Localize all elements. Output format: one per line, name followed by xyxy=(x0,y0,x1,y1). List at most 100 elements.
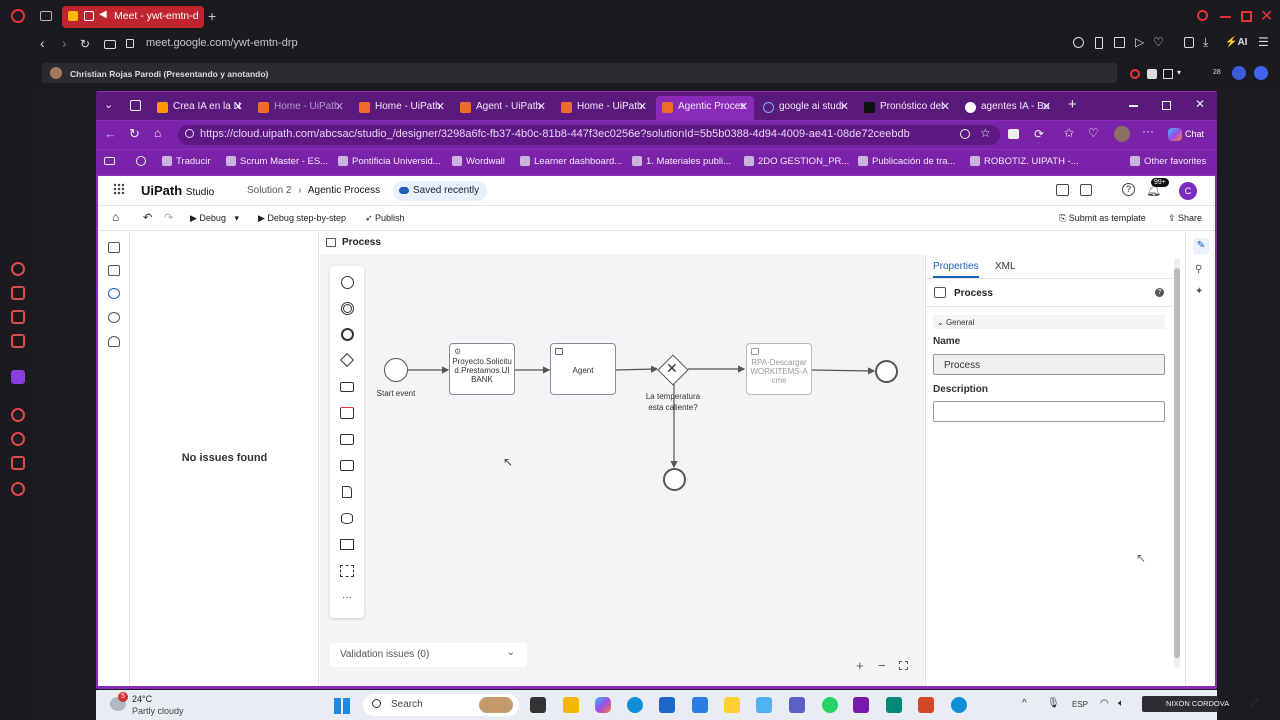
workspace-icon[interactable] xyxy=(40,11,52,21)
favorite-link[interactable]: Traducir xyxy=(162,156,211,167)
heart-pulse-icon[interactable]: ♡ xyxy=(1088,126,1099,140)
onenote-app-icon[interactable] xyxy=(853,697,869,713)
globe-icon[interactable] xyxy=(136,156,146,166)
close-tab-icon[interactable]: ✕ xyxy=(839,101,849,113)
collapse-icon[interactable] xyxy=(104,157,115,165)
favorite-link[interactable]: ROBOTIZ. UIPATH -... xyxy=(970,156,1079,167)
windows-start-icon[interactable] xyxy=(334,698,350,714)
taskbar-search[interactable]: Search xyxy=(363,694,519,716)
extension-icon[interactable] xyxy=(1008,129,1019,139)
messenger-icon[interactable] xyxy=(11,310,25,324)
favorite-link[interactable]: Publicación de tra... xyxy=(858,156,955,167)
edge-tab-5[interactable]: Home - UiPath✕ xyxy=(555,96,653,120)
bpmn-canvas[interactable] xyxy=(320,254,924,686)
forward-icon[interactable]: › xyxy=(62,35,67,51)
extension-icon[interactable] xyxy=(1147,69,1157,79)
history-icon[interactable] xyxy=(11,432,25,446)
people-icon[interactable] xyxy=(108,336,120,347)
end-event-tool-icon[interactable] xyxy=(341,328,354,341)
heart-icon[interactable]: ♡ xyxy=(1153,35,1164,49)
close-tab-icon[interactable]: ✕ xyxy=(738,101,748,113)
general-section-header[interactable]: ⌄ General xyxy=(933,315,1165,329)
more-icon[interactable]: ··· xyxy=(1142,124,1154,138)
debug-button[interactable]: ▶ Debug ▾ xyxy=(190,213,239,223)
task-rpa-descargar[interactable]: RPA-DescargarWORKITEMS-Acme xyxy=(746,343,812,395)
close-tab-icon[interactable]: ✕ xyxy=(940,101,950,113)
download-icon[interactable]: ⤓ xyxy=(1203,35,1209,49)
debug-step-button[interactable]: ▶ Debug step-by-step xyxy=(258,213,346,223)
favorite-link[interactable]: Pontificia Universid... xyxy=(338,156,441,167)
branch-icon[interactable] xyxy=(108,312,120,323)
powerpoint-app-icon[interactable] xyxy=(918,697,934,713)
new-tab-plus-icon[interactable]: + xyxy=(208,8,217,24)
mic-icon[interactable]: 🎙︎ xyxy=(1047,698,1060,709)
minimize-icon[interactable] xyxy=(1220,16,1231,18)
redo-icon[interactable]: ↷ xyxy=(164,212,174,224)
zoom-out-icon[interactable]: − xyxy=(878,658,886,673)
group-tool-icon[interactable] xyxy=(340,565,354,577)
data-object-tool-icon[interactable] xyxy=(342,486,352,498)
refresh-icon[interactable]: ↻ xyxy=(129,126,140,141)
ai-button[interactable]: ⚡AI xyxy=(1225,37,1248,48)
new-tab-plus-icon[interactable]: + xyxy=(1068,96,1077,113)
task-proyecto-solicitud[interactable]: ⚙ Proyecto.Solicitud.Prestamos.UIBANK xyxy=(449,343,515,395)
store-app-icon[interactable] xyxy=(659,697,675,713)
explorer-icon[interactable] xyxy=(108,242,120,253)
aria-icon[interactable] xyxy=(1232,66,1246,80)
props-scrollbar[interactable] xyxy=(1174,258,1180,668)
edge-tab-3[interactable]: Home - UiPath✕ xyxy=(353,96,451,120)
twitch-icon[interactable] xyxy=(11,370,25,384)
user-avatar[interactable]: C xyxy=(1179,182,1197,200)
record-icon[interactable] xyxy=(1130,69,1140,79)
feedback-icon[interactable] xyxy=(1056,184,1069,196)
app-launcher-icon[interactable] xyxy=(113,183,125,195)
publish-button[interactable]: ➶ Publish xyxy=(365,213,405,223)
store-icon[interactable] xyxy=(1080,184,1092,196)
copilot-app-icon[interactable] xyxy=(595,697,611,713)
tab-properties[interactable]: Properties xyxy=(933,261,979,278)
search-icon[interactable] xyxy=(1197,10,1208,21)
other-favorites-folder[interactable]: Other favorites xyxy=(1130,156,1206,167)
favorites-icon[interactable]: ✩ xyxy=(1064,126,1075,140)
chevron-down-icon[interactable]: ▾ xyxy=(234,213,239,223)
close-icon[interactable]: ✕ xyxy=(1260,8,1274,25)
task-tool-icon[interactable] xyxy=(340,382,354,392)
ai-sparkle-icon[interactable]: ✦ xyxy=(1195,286,1204,297)
file-explorer-icon[interactable] xyxy=(563,697,579,713)
snapshot-icon[interactable] xyxy=(1114,37,1125,48)
zoom-icon[interactable] xyxy=(960,129,970,139)
help-icon[interactable]: ? xyxy=(1122,183,1135,196)
send-icon[interactable]: ▷ xyxy=(1135,35,1145,49)
edge-tab-7[interactable]: google ai studi✕ xyxy=(757,96,855,120)
edge-url-field[interactable]: https://cloud.uipath.com/abcsac/studio_/… xyxy=(178,125,1000,145)
expand-icon[interactable]: ⤢ xyxy=(1250,698,1258,709)
meet-tab[interactable]: ◀ Meet - ywt-emtn-d xyxy=(62,6,204,28)
opera-url[interactable]: meet.google.com/ywt-emtn-drp xyxy=(146,37,298,49)
task-view-icon[interactable] xyxy=(530,697,546,713)
close-tab-icon[interactable]: ✕ xyxy=(1041,101,1051,113)
close-tab-icon[interactable]: ✕ xyxy=(233,101,243,113)
uipath-logo[interactable]: UiPath Studio xyxy=(141,183,215,198)
favorite-link[interactable]: 2DO GESTION_PR... xyxy=(744,156,849,167)
end-event-2[interactable] xyxy=(663,468,686,491)
edge-maximize-icon[interactable] xyxy=(1162,101,1171,110)
mail-icon[interactable] xyxy=(11,334,25,348)
wifi-icon[interactable]: ◠ xyxy=(1100,698,1109,709)
favorite-link[interactable]: Learner dashboard... xyxy=(520,156,622,167)
speed-dial-icon[interactable] xyxy=(11,262,25,276)
copilot-chat-button[interactable]: Chat xyxy=(1163,126,1211,144)
back-icon[interactable]: ‹ xyxy=(40,35,45,51)
name-field[interactable]: Process xyxy=(933,354,1165,375)
chevron-down-icon[interactable]: ▾ xyxy=(1177,68,1182,77)
favorite-link[interactable]: Scrum Master - ES... xyxy=(226,156,328,167)
intermediate-event-tool-icon[interactable] xyxy=(341,302,354,315)
notepad-app-icon[interactable] xyxy=(756,697,772,713)
teams-app-icon[interactable] xyxy=(789,697,805,713)
tab-xml[interactable]: XML xyxy=(995,261,1016,272)
close-tab-icon[interactable]: ✕ xyxy=(637,101,647,113)
pin-icon[interactable] xyxy=(1095,37,1103,49)
properties-wrench-icon[interactable]: ✎ xyxy=(1193,238,1209,254)
edge-tab-4[interactable]: Agent - UiPath✕ xyxy=(454,96,552,120)
sequence-flow[interactable] xyxy=(615,365,659,373)
camera-icon[interactable] xyxy=(104,40,116,49)
